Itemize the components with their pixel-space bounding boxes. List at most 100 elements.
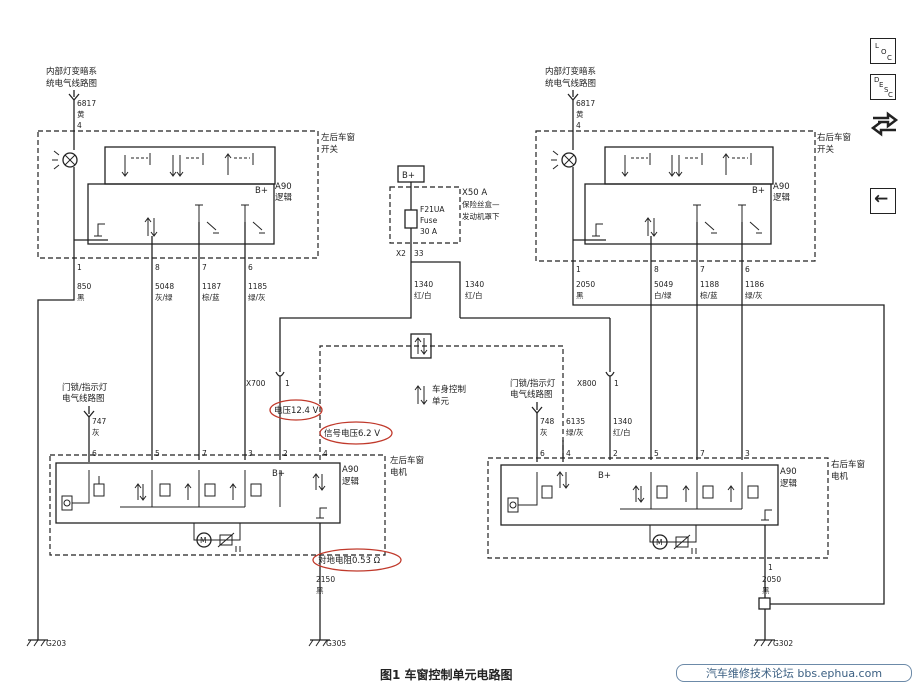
right-top-pin-8: 8 <box>654 265 659 274</box>
loc-letter-o: O <box>881 48 887 56</box>
right-motor-pin-3: 3 <box>745 449 750 458</box>
left-switch-module-code: A90 <box>275 182 292 192</box>
signal-annotation-circle <box>319 421 393 445</box>
right-top-color-1: 黑 <box>576 291 584 300</box>
right-switch-module-code: A90 <box>773 182 790 192</box>
left-top-wire-color: 黄 <box>77 109 85 119</box>
left-top-wire-7: 1187 <box>202 282 221 291</box>
right-motor-title-2: 电机 <box>831 471 849 482</box>
left-motor-module-code: A90 <box>342 465 359 475</box>
right-lock-wire-color: 灰 <box>540 427 548 437</box>
forum-watermark: 汽车维修技术论坛 bbs.ephua.com <box>676 664 912 682</box>
left-switch-inner-symbols <box>94 204 265 237</box>
left-top-color-8: 灰/绿 <box>155 292 173 302</box>
fuse-id: F21UA <box>420 205 445 214</box>
right-switch-title-2: 开关 <box>817 144 835 155</box>
right-top-ref-1: 内部灯变暗系 <box>545 66 596 77</box>
right-top-wire-6: 1186 <box>745 280 764 289</box>
ground-g203: G203 <box>26 639 66 648</box>
right-top-pin: 4 <box>576 121 581 130</box>
right-window-switch: 内部灯变暗系 统电气线路图 6817 黄 4 右后车窗 开关 <box>535 66 885 605</box>
left-top-wire-no: 6817 <box>77 99 96 108</box>
ground-icon <box>308 639 330 647</box>
bcm-name-1: 车身控制 <box>432 384 466 395</box>
right-motor-conn: X800 <box>577 379 597 388</box>
left-motor-pin-5: 5 <box>155 449 160 458</box>
left-ground-wire-color: 黑 <box>316 586 324 595</box>
fuse-block-code: X50 A <box>462 188 487 198</box>
ground-g302-label: G302 <box>773 639 793 648</box>
lamp-icon <box>551 150 577 170</box>
right-motor-conn-pin: 1 <box>614 379 619 388</box>
loc-letter-c: C <box>887 54 892 62</box>
left-top-wire-1: 850 <box>77 282 92 291</box>
fuse-right-wire-no: 1340 <box>465 280 484 289</box>
right-sig-wire-color: 绿/灰 <box>566 427 584 437</box>
right-top-wire-7: 1188 <box>700 280 719 289</box>
left-motor-pin-7: 7 <box>202 449 207 458</box>
left-switch-module-name: 逻辑 <box>275 192 293 203</box>
fuse-block-name-1: 保险丝盒— <box>462 199 500 209</box>
fuse-box-boundary <box>389 186 461 244</box>
left-top-pin-8: 8 <box>155 263 160 272</box>
signal-annotation: 信号电压6.2 V <box>324 428 380 439</box>
right-switch-module-name: 逻辑 <box>773 192 791 203</box>
desc-button[interactable]: D E S C <box>870 74 896 100</box>
left-lock-ref-2: 电气线路图 <box>62 393 105 404</box>
resistance-annotation: 对地电阻0.53 Ω <box>318 555 381 566</box>
right-motor-pin-5: 5 <box>654 449 659 458</box>
left-window-switch: 内部灯变暗系 统电气线路图 6817 黄 4 左后车窗 开关 <box>37 66 355 640</box>
back-button[interactable]: ← <box>870 188 896 214</box>
right-motor-pin-4: 4 <box>566 449 571 458</box>
resistance-annotation-circle <box>312 548 402 572</box>
ground-g302: G302 <box>753 639 793 648</box>
left-top-pin-1: 1 <box>77 263 82 272</box>
left-motor-module-name: 逻辑 <box>342 476 360 487</box>
loc-button[interactable]: L O C <box>870 38 896 64</box>
left-motor-pin-6: 6 <box>92 449 97 458</box>
left-motor-title-1: 左后车窗 <box>390 455 424 466</box>
left-top-color-6: 绿/灰 <box>248 292 266 302</box>
left-ground-wire-no: 2150 <box>316 575 335 584</box>
right-motor-pin-2: 2 <box>613 449 618 458</box>
right-switch-title-1: 右后车窗 <box>817 132 851 143</box>
left-top-pin-6: 6 <box>248 263 253 272</box>
left-motor-title-2: 电机 <box>390 467 408 478</box>
fuse-block: B+ X50 A 保险丝盒— 发动机罩下 F21UA Fuse 30 A X2 … <box>279 165 611 372</box>
right-switch-bplus: B+ <box>752 186 765 196</box>
right-motor-inner-symbols <box>507 471 772 521</box>
measurement-annotations: 电压12.4 V 信号电压6.2 V 对地电阻0.53 Ω <box>269 399 402 572</box>
left-switch-bplus: B+ <box>255 186 268 196</box>
bcm-connector-top <box>410 333 432 359</box>
left-connector-x700 <box>275 371 285 377</box>
right-switch-logic-module <box>584 183 772 245</box>
fuse-word: Fuse <box>420 216 438 225</box>
right-lock-wire-no: 748 <box>540 417 555 426</box>
left-top-ref-1: 内部灯变暗系 <box>46 66 97 77</box>
right-switch-boundary <box>535 130 816 262</box>
back-arrow-icon: ← <box>874 189 889 209</box>
desc-letter-s: S <box>884 86 889 94</box>
left-switch-boundary <box>37 130 319 259</box>
left-switch-logic-module <box>87 183 275 245</box>
right-motor-module-code: A90 <box>780 467 797 477</box>
bcm-symbol <box>414 385 428 405</box>
right-top-wire-no: 6817 <box>576 99 595 108</box>
right-lock-ref-1: 门锁/指示灯 <box>510 378 556 389</box>
left-lock-wire-no: 747 <box>92 417 107 426</box>
figure-caption: 图1 车窗控制单元电路图 <box>380 668 513 682</box>
right-pwr-wire-color: 红/白 <box>613 427 631 437</box>
right-top-ref-2: 统电气线路图 <box>545 78 596 89</box>
left-motor-inner-symbols <box>61 470 327 519</box>
flow-icon[interactable] <box>870 110 900 138</box>
left-motor-conn-pin: 1 <box>285 379 290 388</box>
right-top-pin-7: 7 <box>700 265 705 274</box>
voltage-annotation: 电压12.4 V <box>274 405 319 416</box>
right-pwr-wire-no: 1340 <box>613 417 632 426</box>
fuse-connector-pin: 33 <box>414 249 424 258</box>
left-motor-logic-module <box>55 462 341 524</box>
right-top-color-7: 棕/蓝 <box>700 290 718 300</box>
left-top-wire-6: 1185 <box>248 282 267 291</box>
motor-letter: M <box>656 538 662 547</box>
